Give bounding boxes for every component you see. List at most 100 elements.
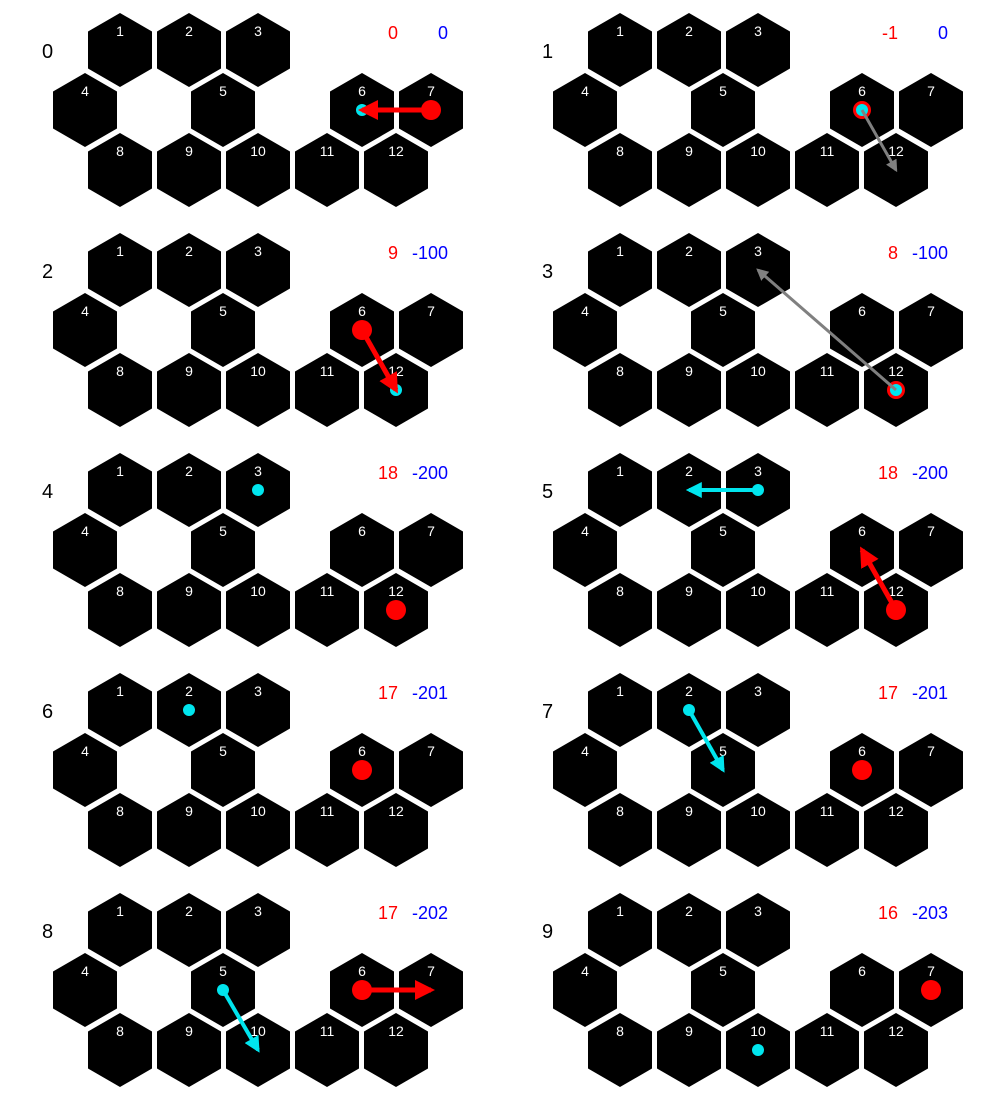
- hex-tile: [795, 573, 859, 647]
- hex-cell-5: 5: [191, 293, 255, 367]
- hex-number-label: 9: [685, 363, 693, 379]
- hex-cell-10: 10: [226, 353, 290, 427]
- hex-tile: [657, 573, 721, 647]
- hex-number-label: 6: [858, 743, 866, 759]
- hex-cell-9: 9: [157, 573, 221, 647]
- hex-number-label: 5: [719, 83, 727, 99]
- hex-number-label: 6: [858, 83, 866, 99]
- hex-number-label: 10: [250, 583, 266, 599]
- hex-number-label: 8: [116, 803, 124, 819]
- hex-number-label: 12: [388, 803, 404, 819]
- hex-tile: [399, 733, 463, 807]
- hex-tile: [157, 793, 221, 867]
- hex-tile: [226, 233, 290, 307]
- hex-cell-3: 3: [226, 13, 290, 87]
- red-move-arrow: [359, 328, 399, 394]
- hex-tile: [295, 133, 359, 207]
- hex-tile: [295, 1013, 359, 1087]
- hex-number-label: 1: [116, 23, 124, 39]
- hex-tile: [295, 573, 359, 647]
- hex-number-label: 2: [185, 243, 193, 259]
- hex-tile: [88, 793, 152, 867]
- hex-cell-12: 12: [364, 133, 428, 207]
- hex-tile: [88, 893, 152, 967]
- hex-cell-1: 1: [88, 453, 152, 527]
- hex-number-label: 9: [185, 363, 193, 379]
- hex-number-label: 7: [427, 523, 435, 539]
- hex-number-label: 10: [750, 363, 766, 379]
- hex-number-label: 12: [888, 1023, 904, 1039]
- hex-cell-10: 10: [726, 133, 790, 207]
- red-score: 18: [378, 463, 398, 483]
- hex-number-label: 4: [81, 743, 89, 759]
- hex-cell-1: 1: [88, 893, 152, 967]
- hex-number-label: 9: [685, 1023, 693, 1039]
- hex-number-label: 5: [219, 743, 227, 759]
- hex-number-label: 6: [358, 963, 366, 979]
- hex-tile: [657, 133, 721, 207]
- hex-tile: [191, 733, 255, 807]
- hex-cell-8: 8: [88, 1013, 152, 1087]
- hex-number-label: 2: [685, 23, 693, 39]
- hex-number-label: 3: [254, 903, 262, 919]
- hex-tile: [53, 73, 117, 147]
- hex-cell-9: 9: [657, 133, 721, 207]
- hex-number-label: 9: [685, 583, 693, 599]
- hex-tile: [88, 133, 152, 207]
- hex-tile: [657, 233, 721, 307]
- hex-number-label: 3: [254, 243, 262, 259]
- hex-number-label: 3: [254, 683, 262, 699]
- hex-cell-12: 12: [864, 793, 928, 867]
- hex-number-label: 3: [754, 463, 762, 479]
- red-score: 0: [388, 23, 398, 43]
- hex-tile: [726, 893, 790, 967]
- hex-number-label: 1: [116, 903, 124, 919]
- hex-cell-9: 9: [157, 133, 221, 207]
- hex-tile: [88, 353, 152, 427]
- hex-number-label: 6: [858, 303, 866, 319]
- red-agent-marker: [352, 760, 372, 780]
- hex-cell-2: 2: [657, 893, 721, 967]
- hex-number-label: 5: [219, 83, 227, 99]
- hex-number-label: 7: [427, 303, 435, 319]
- hex-cell-9: 9: [657, 793, 721, 867]
- hex-tile: [899, 513, 963, 587]
- hex-cell-10: 10: [726, 573, 790, 647]
- hex-cell-11: 11: [295, 353, 359, 427]
- hex-cell-2: 2: [157, 893, 221, 967]
- blue-score: 0: [438, 23, 448, 43]
- hex-cell-8: 8: [588, 353, 652, 427]
- hex-number-label: 5: [719, 523, 727, 539]
- blue-score: -100: [912, 243, 948, 263]
- red-score: 9: [388, 243, 398, 263]
- hex-tile: [588, 1013, 652, 1087]
- hex-number-label: 2: [685, 683, 693, 699]
- hex-number-label: 4: [81, 963, 89, 979]
- hex-tile: [657, 1013, 721, 1087]
- hex-cell-9: 9: [657, 1013, 721, 1087]
- hex-number-label: 4: [581, 83, 589, 99]
- hex-tile: [588, 893, 652, 967]
- hex-number-label: 4: [81, 303, 89, 319]
- panel-index-label: 1: [542, 41, 553, 63]
- hex-number-label: 12: [888, 583, 904, 599]
- red-agent-marker: [852, 760, 872, 780]
- hex-tile: [691, 73, 755, 147]
- hex-tile: [88, 573, 152, 647]
- hex-number-label: 9: [185, 1023, 193, 1039]
- hex-cell-11: 11: [295, 133, 359, 207]
- hex-tile: [691, 293, 755, 367]
- hex-cell-1: 1: [588, 673, 652, 747]
- red-score: -1: [882, 23, 898, 43]
- hex-tile: [399, 293, 463, 367]
- hex-cell-5: 5: [191, 513, 255, 587]
- hex-number-label: 11: [320, 363, 335, 379]
- hex-number-label: 7: [927, 303, 935, 319]
- hex-number-label: 12: [388, 1023, 404, 1039]
- hex-number-label: 7: [927, 963, 935, 979]
- blue-agent-marker: [183, 704, 195, 716]
